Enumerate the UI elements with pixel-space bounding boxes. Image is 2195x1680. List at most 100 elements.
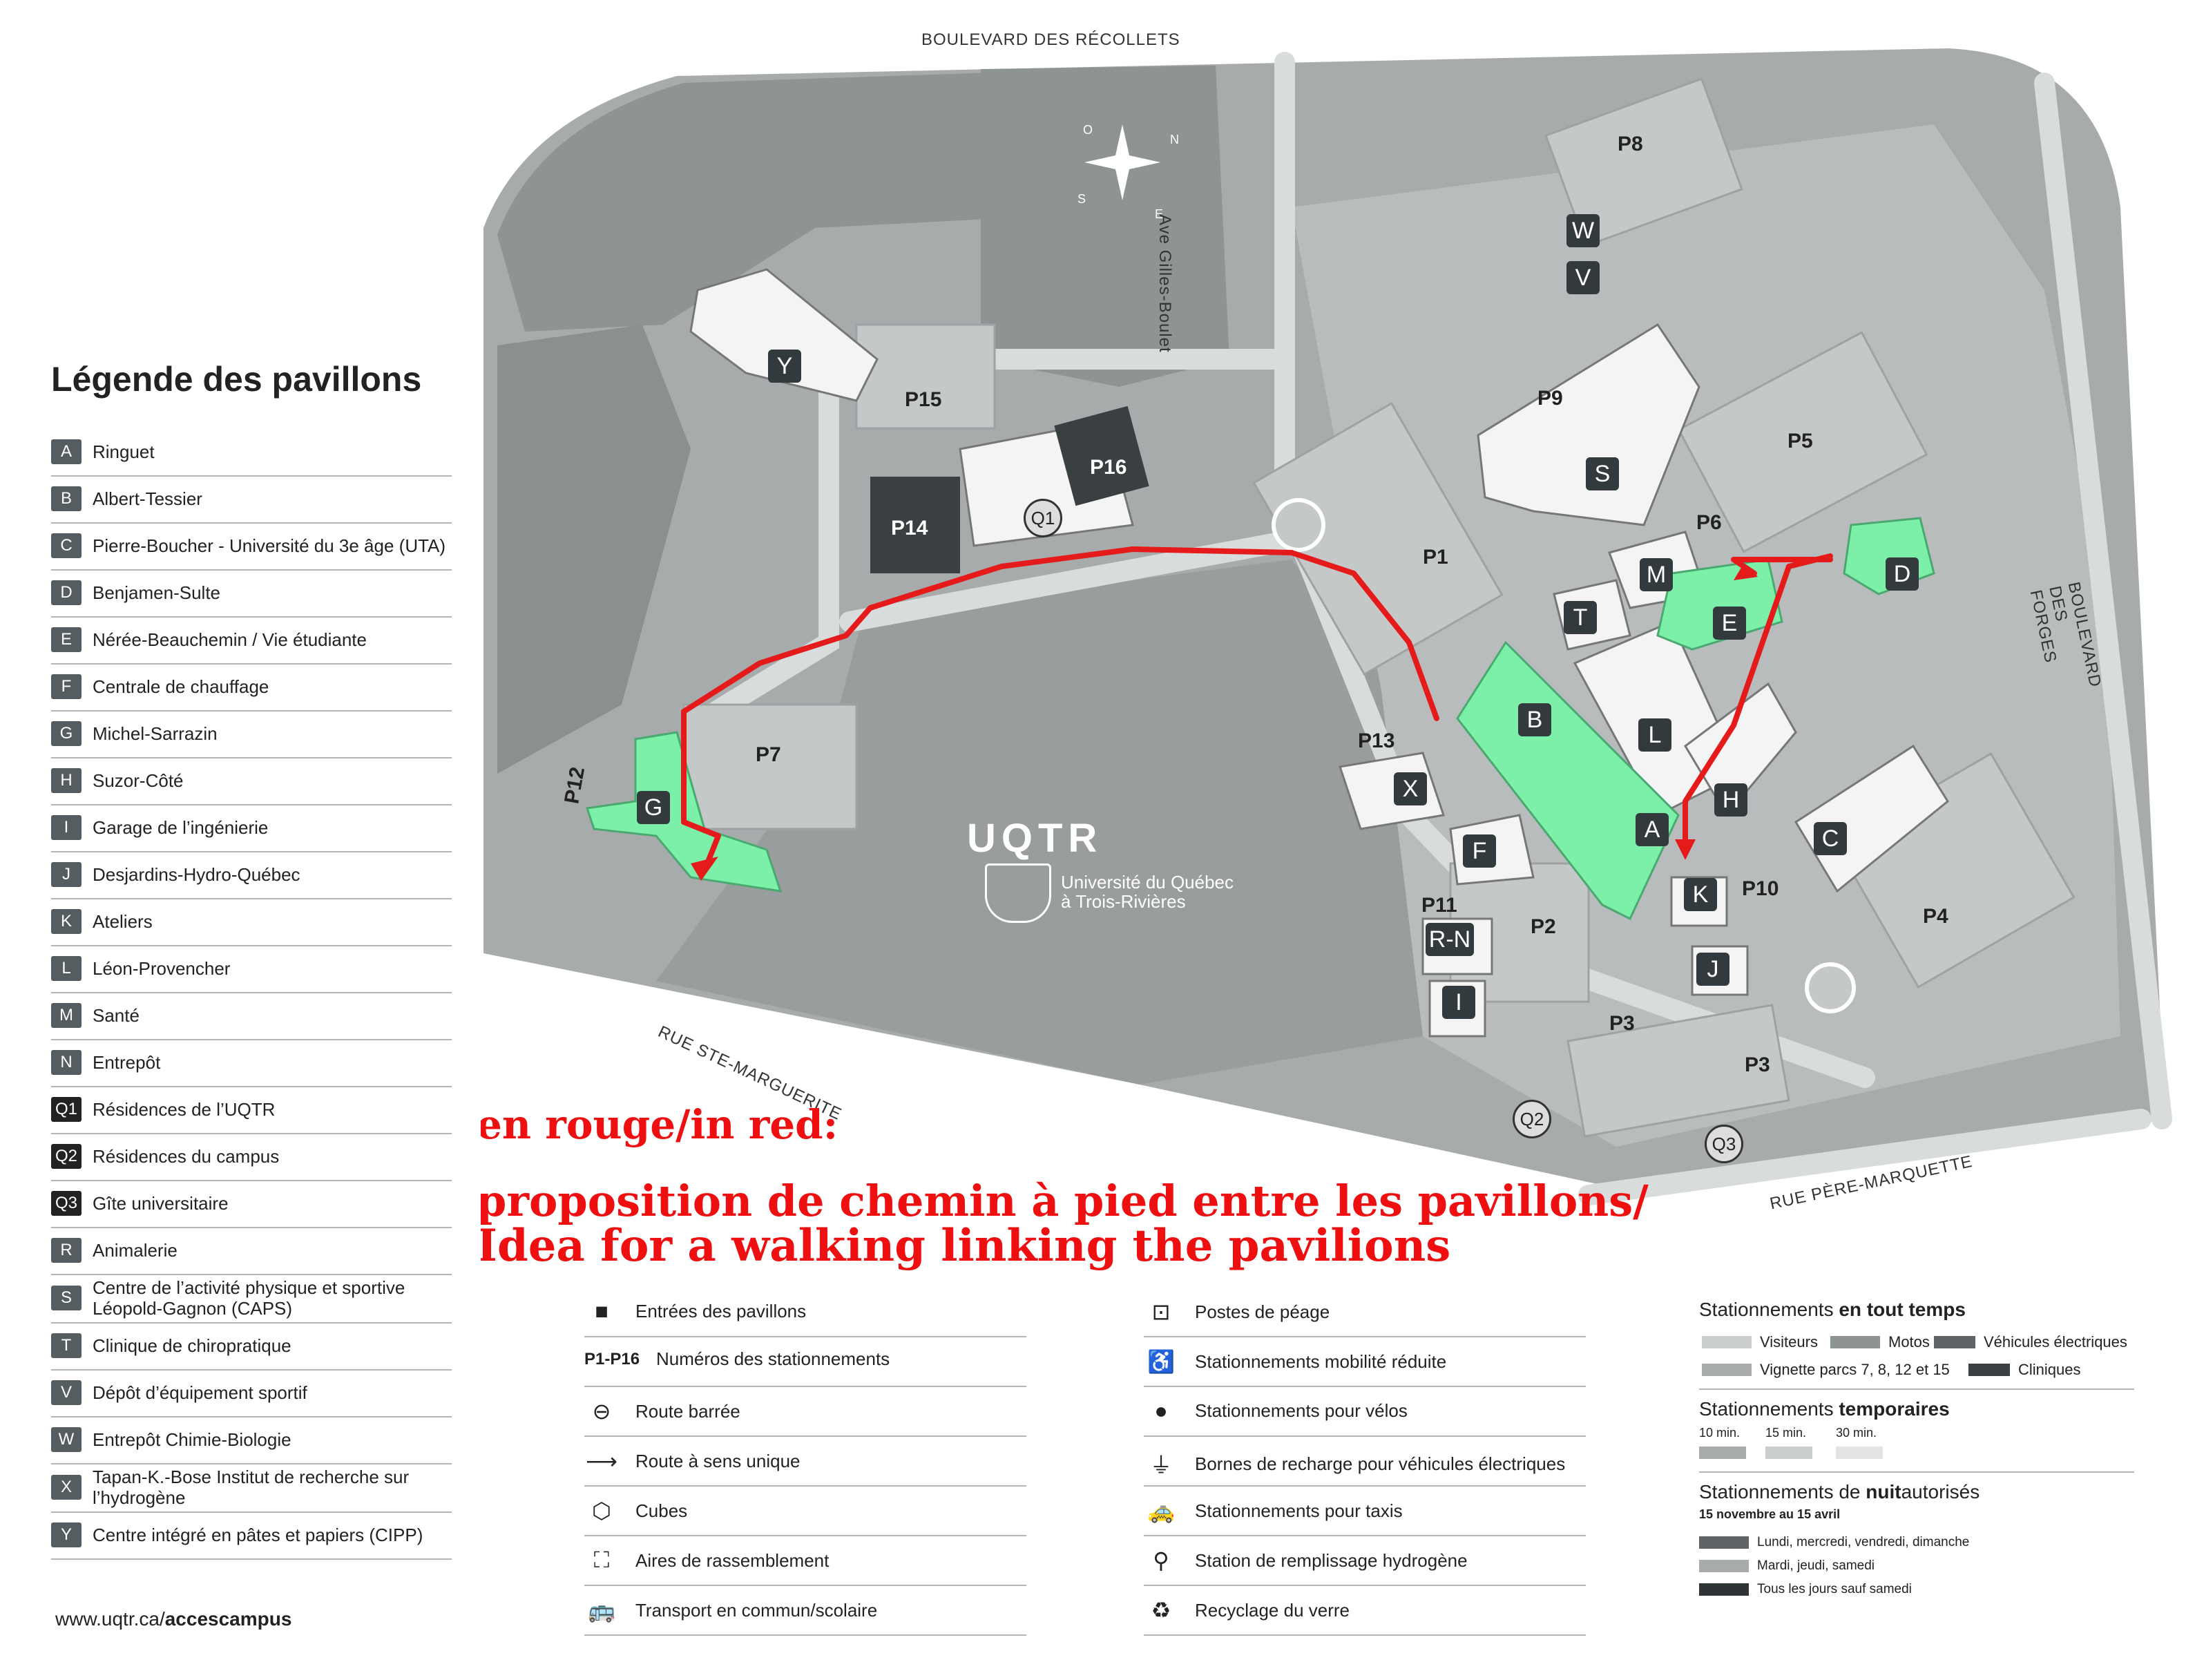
legend-key: R <box>51 1238 82 1263</box>
building-a[interactable]: A <box>1636 813 1669 846</box>
temp-10-swatch <box>1699 1447 1746 1459</box>
legend-label: Entrepôt <box>93 1052 161 1073</box>
temp-heading: Stationnements temporaires <box>1699 1398 1950 1420</box>
temp-15-swatch <box>1765 1447 1812 1459</box>
temp-10: 10 min. <box>1699 1426 1741 1440</box>
residence-q2[interactable]: Q2 <box>1513 1100 1551 1138</box>
uqtr-logo: UQTR <box>967 816 1103 861</box>
building-s[interactable]: S <box>1586 457 1619 490</box>
route-arrowhead-a <box>1675 839 1696 860</box>
building-j[interactable]: J <box>1696 953 1729 986</box>
legend-label: Pierre-Boucher - Université du 3e âge (U… <box>93 535 446 556</box>
parking-p13[interactable]: P13 <box>1358 729 1395 752</box>
legend-label: Albert-Tessier <box>93 488 202 509</box>
temp-30-swatch <box>1836 1447 1883 1459</box>
legend-label: Animalerie <box>93 1240 178 1261</box>
p16-structure <box>1054 405 1149 506</box>
symbol-divider <box>584 1535 1026 1536</box>
lot-p8 <box>1544 77 1743 247</box>
symbol-divider <box>584 1435 1026 1437</box>
building-g[interactable]: G <box>637 791 670 824</box>
legend-label: Entrepôt Chimie-Biologie <box>93 1429 291 1450</box>
compass-e: E <box>1155 207 1164 221</box>
symbol-divider <box>1144 1435 1586 1437</box>
lot-p5 <box>1677 331 1928 553</box>
parking-p11[interactable]: P11 <box>1421 894 1457 917</box>
legend-label: Centre de l’activité physique et sportiv… <box>93 1277 405 1319</box>
parking-p14[interactable]: P14 <box>891 517 928 540</box>
parking-p8[interactable]: P8 <box>1618 133 1643 155</box>
legend-url[interactable]: www.uqtr.ca/accescampus <box>55 1608 291 1630</box>
parking-p2[interactable]: P2 <box>1531 915 1556 938</box>
lot-p7 <box>682 703 858 830</box>
parking-p5[interactable]: P5 <box>1787 430 1813 452</box>
night-3: Tous les jours sauf samedi <box>1699 1582 1912 1597</box>
park-clinics: Cliniques <box>1968 1361 2081 1379</box>
building-y-shape <box>689 268 879 402</box>
building-x[interactable]: X <box>1394 772 1427 805</box>
parking-p3-b[interactable]: P3 <box>1745 1053 1770 1076</box>
building-y[interactable]: Y <box>768 350 801 383</box>
symbol-divider <box>584 1634 1026 1636</box>
parking-p15[interactable]: P15 <box>905 388 942 411</box>
night-2: Mardi, jeudi, samedi <box>1699 1558 1875 1574</box>
legend-row: R Animalerie <box>51 1227 452 1275</box>
legend-label: Résidences de l’UQTR <box>93 1099 276 1120</box>
parking-p7[interactable]: P7 <box>756 743 781 766</box>
route-arrowhead-g <box>691 857 718 881</box>
annotation-line2: proposition de chemin à pied entre les p… <box>477 1176 1649 1226</box>
parking-p4[interactable]: P4 <box>1923 905 1948 928</box>
building-b[interactable]: B <box>1518 703 1551 736</box>
toll-icon: ⊡ <box>1151 1299 1171 1324</box>
residence-q1[interactable]: Q1 <box>1024 499 1062 537</box>
compass-o: O <box>1083 123 1093 137</box>
legend-label: Léon-Provencher <box>93 958 231 979</box>
park-motos-label: Motos <box>1888 1333 1930 1350</box>
park-vignette-label: Vignette parcs 7, 8, 12 et 15 <box>1760 1361 1950 1378</box>
parking-p1[interactable]: P1 <box>1423 546 1448 569</box>
parking-number: P1-P16 <box>584 1349 640 1368</box>
road-marquette <box>1578 1109 2151 1205</box>
building-i[interactable]: I <box>1442 986 1475 1019</box>
temp-prefix: Stationnements <box>1699 1398 1834 1420</box>
temp-15: 15 min. <box>1765 1426 1807 1440</box>
symbol-label: Bornes de recharge pour véhicules électr… <box>1195 1453 1566 1474</box>
building-m[interactable]: M <box>1640 558 1673 591</box>
symbol-row: ⊡Postes de péage <box>1144 1299 1330 1325</box>
parking-p6[interactable]: P6 <box>1696 511 1722 534</box>
building-r-n[interactable]: R-N <box>1426 923 1474 956</box>
building-c[interactable]: C <box>1814 822 1847 855</box>
legend-key: L <box>51 956 82 981</box>
symbol-row: ⚲Station de remplissage hydrogène <box>1144 1547 1467 1574</box>
p14-structure <box>870 477 960 573</box>
building-f[interactable]: F <box>1463 834 1496 868</box>
building-w[interactable]: W <box>1566 214 1600 247</box>
symbol-divider <box>584 1386 1026 1387</box>
building-k[interactable]: K <box>1684 878 1717 911</box>
parking-p9[interactable]: P9 <box>1537 387 1563 410</box>
parking-p10[interactable]: P10 <box>1742 877 1779 900</box>
symbol-row: ♻Recyclage du verre <box>1144 1597 1350 1623</box>
parking-p3-a[interactable]: P3 <box>1609 1012 1635 1035</box>
night-heading: Stationnements de nuit autorisés <box>1699 1481 1980 1503</box>
symbol-row: ⏚Bornes de recharge pour véhicules élect… <box>1144 1448 1565 1480</box>
building-l[interactable]: L <box>1638 718 1671 752</box>
symbol-row: 🚕Stationnements pour taxis <box>1144 1498 1403 1524</box>
building-t[interactable]: T <box>1564 601 1597 634</box>
building-e[interactable]: E <box>1713 607 1746 640</box>
building-h[interactable]: H <box>1714 783 1747 817</box>
legend-label: Ringuet <box>93 441 155 462</box>
compass-s: S <box>1077 192 1086 206</box>
residence-q3[interactable]: Q3 <box>1705 1125 1743 1163</box>
building-d[interactable]: D <box>1886 557 1919 591</box>
symbol-divider <box>1144 1386 1586 1387</box>
building-v[interactable]: V <box>1566 261 1600 294</box>
parking-p16[interactable]: P16 <box>1090 456 1127 479</box>
